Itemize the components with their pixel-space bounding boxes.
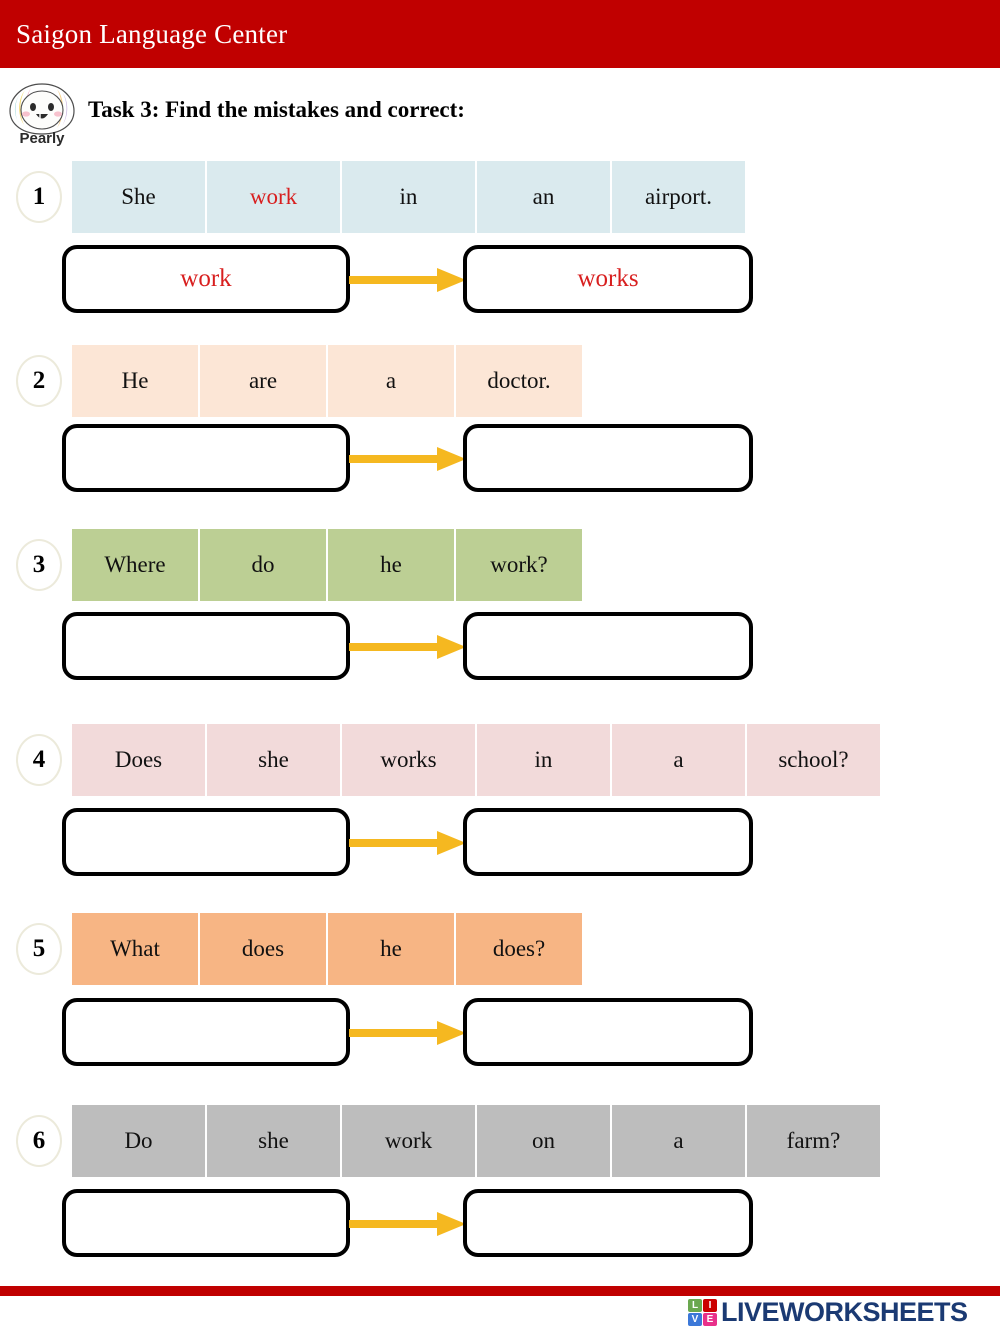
correction-input[interactable] [463,424,753,492]
exercise-number-badge: 4 [16,734,62,786]
word-tile: She [72,161,205,233]
word-tile: works [342,724,475,796]
word-tile: in [477,724,610,796]
word-tile: does? [456,913,582,985]
word-tile: she [207,724,340,796]
mistake-input[interactable] [62,808,350,876]
exercise-number-badge: 6 [16,1115,62,1167]
exercise-number-badge: 5 [16,923,62,975]
answer-row [0,998,1000,1070]
pearly-wordmark: Pearly [19,130,65,146]
page-title: Saigon Language Center [16,19,288,49]
task-heading: Task 3: Find the mistakes and correct: [88,97,465,122]
answer-row: work works [0,245,1000,317]
word-tile: he [328,529,454,601]
arrow-right-icon [349,446,467,472]
word-tile: Do [72,1105,205,1177]
mistake-input[interactable] [62,612,350,680]
live-badge-letter: E [703,1312,717,1326]
arrow-right-icon [349,1211,467,1237]
correction-input[interactable] [463,612,753,680]
word-tile: a [612,1105,745,1177]
word-tile: an [477,161,610,233]
word-tile: school? [747,724,880,796]
mistake-input[interactable] [62,1189,350,1257]
word-tile: Where [72,529,198,601]
arrow-right-icon [349,1020,467,1046]
word-tile: What [72,913,198,985]
pearly-logo: Pearly [2,80,82,147]
liveworksheets-wordmark: LIVEWORKSHEETS [721,1296,968,1327]
arrow-right-icon [349,634,467,660]
word-tile: on [477,1105,610,1177]
word-tile: are [200,345,326,417]
word-tile: a [612,724,745,796]
word-tile: do [200,529,326,601]
word-tile: he [328,913,454,985]
mistake-input[interactable]: work [62,245,350,313]
word-tile: she [207,1105,340,1177]
word-tile: airport. [612,161,745,233]
live-badge-letter: L [688,1298,702,1312]
header-bar: Saigon Language Center [0,0,1000,68]
pearly-mascot-icon: Pearly [9,83,75,147]
correction-input[interactable]: works [463,245,753,313]
answer-row [0,424,1000,496]
word-tile: doctor. [456,345,582,417]
exercise-number-badge: 1 [16,171,62,223]
word-tile: work [207,161,340,233]
word-tile: does [200,913,326,985]
word-tile: work [342,1105,475,1177]
arrow-right-icon [349,267,467,293]
mistake-input[interactable] [62,424,350,492]
footer-bar [0,1286,1000,1296]
word-tile: farm? [747,1105,880,1177]
arrow-right-icon [349,830,467,856]
word-tile: He [72,345,198,417]
word-tile: Does [72,724,205,796]
answer-row [0,612,1000,684]
word-tile: work? [456,529,582,601]
correction-input[interactable] [463,998,753,1066]
mistake-input[interactable] [62,998,350,1066]
live-badge-letter: I [703,1298,717,1312]
correction-input[interactable] [463,1189,753,1257]
live-badge-letter: V [688,1312,702,1326]
word-tile: in [342,161,475,233]
exercise-number-badge: 3 [16,539,62,591]
correction-input[interactable] [463,808,753,876]
word-tile: a [328,345,454,417]
exercise-number-badge: 2 [16,355,62,407]
answer-row [0,1189,1000,1261]
answer-row [0,808,1000,880]
